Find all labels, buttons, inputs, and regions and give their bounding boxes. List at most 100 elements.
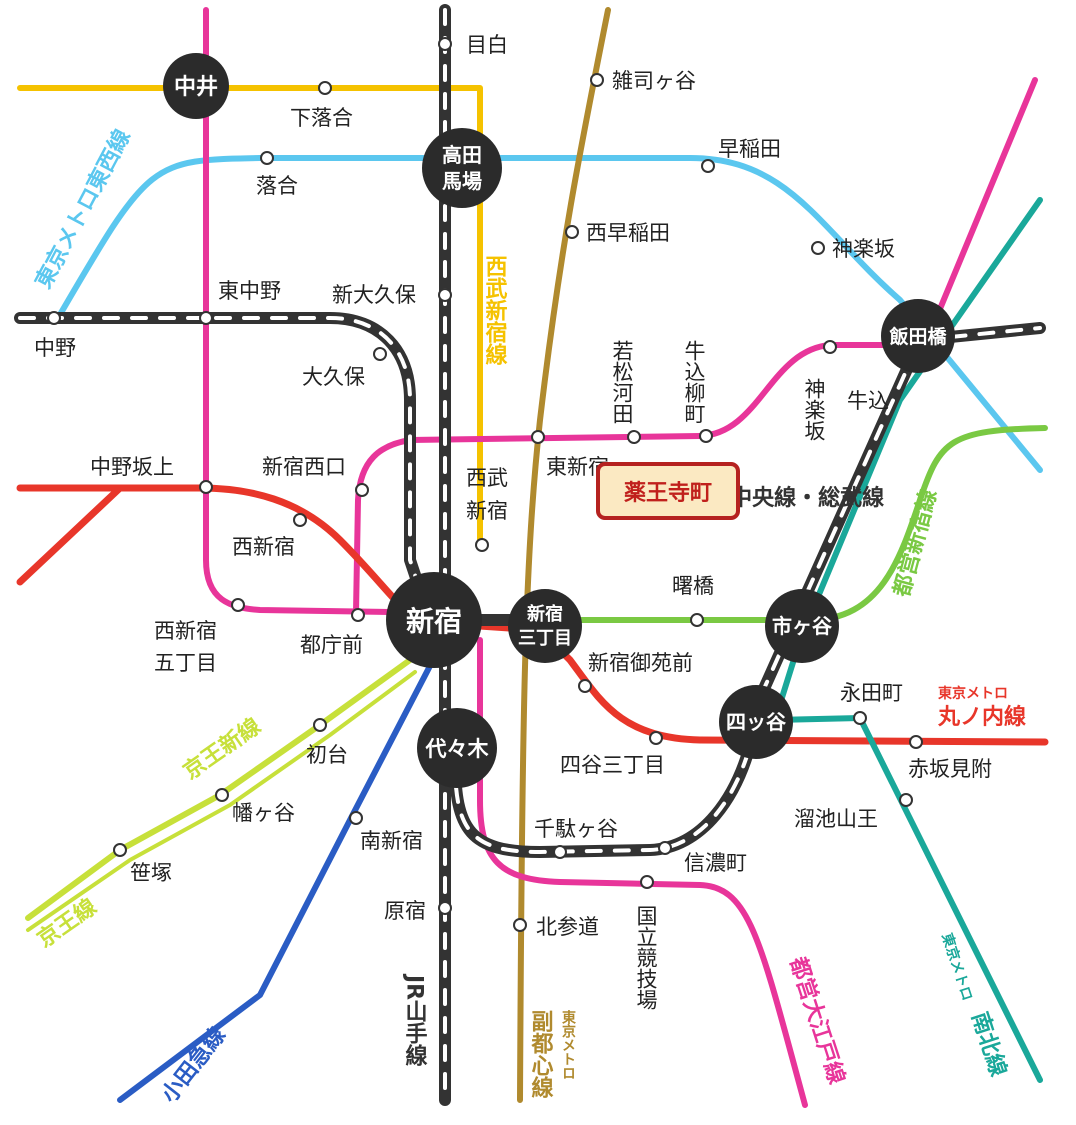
shinjuku-line-east: [537, 425, 1048, 623]
station-dot-kagurazaka: [811, 241, 825, 255]
station-dot-nakanosakaue: [199, 480, 213, 494]
hub-iidabashi[interactable]: [881, 299, 955, 373]
label-nakanosakaue: 中野坂上: [90, 455, 174, 479]
line-label-yamanote: JR山手線: [402, 973, 428, 1066]
label-shinjukunishiguchi: 新宿西口: [262, 455, 346, 479]
station-dot-akebonobashi: [690, 613, 704, 627]
label-kitasando: 北参道: [536, 915, 599, 939]
hub-shinjuku3-label-2: 三丁目: [518, 628, 572, 649]
fukutoshin-line: [517, 7, 611, 1103]
label-wakamatsukawada: 若松河田: [610, 340, 634, 424]
station-dot-hatsudai: [313, 718, 327, 732]
label-seibushinjuku-1: 西武: [466, 466, 508, 490]
label-higashinakano: 東中野: [218, 279, 281, 303]
station-dot-waseda: [701, 159, 715, 173]
station-dot-nishishinjuku5: [231, 598, 245, 612]
label-shinjukugyoemmae: 新宿御苑前: [588, 651, 693, 675]
station-dot-sendagaya: [553, 845, 567, 859]
label-hatagaya: 幡ヶ谷: [232, 801, 295, 825]
label-nishishinjuku5-1: 西新宿: [154, 619, 217, 643]
station-dot-higashishinjuku: [531, 430, 545, 444]
station-dot-nishiwaseda: [565, 225, 579, 239]
station-dot-hatagaya: [215, 788, 229, 802]
label-nishishinjuku: 西新宿: [232, 535, 295, 559]
hub-yoyogi[interactable]: [417, 708, 497, 788]
hub-shinjuku3[interactable]: [508, 589, 582, 663]
station-dot-kokuritsu: [640, 875, 654, 889]
hub-takadanobaba-label-2: 馬場: [442, 169, 482, 193]
label-mejiro: 目白: [466, 33, 508, 57]
label-nishiwaseda: 西早稲田: [586, 221, 670, 245]
hub-shinjuku3-label-1: 新宿: [527, 603, 563, 625]
station-dot-harajuku: [438, 901, 452, 915]
station-dot-nishishinjuku: [293, 513, 307, 527]
line-label-marunouchi-top: 東京メトロ: [938, 685, 1008, 702]
station-dot-okubo: [373, 347, 387, 361]
hub-yoyogi-label: 代々木: [425, 737, 490, 761]
station-dot-akasakamitsuke: [909, 735, 923, 749]
station-dot-sasazuka: [113, 843, 127, 857]
label-ushigomeyanagicho: 牛込柳町: [682, 340, 706, 424]
station-dot-zoshigaya: [590, 73, 604, 87]
line-label-fukutoshin-small: 東京メトロ: [560, 1009, 576, 1080]
station-dot-minamishinjuku: [349, 811, 363, 825]
line-label-shinjuku: 都営新宿線: [888, 487, 942, 601]
station-dot-wakamatsukawada: [627, 430, 641, 444]
label-minamishinjuku: 南新宿: [360, 829, 423, 853]
line-label-fukutoshin: 副都心線: [528, 1010, 555, 1098]
station-dot-kitasando: [513, 918, 527, 932]
label-akebonobashi: 曙橋: [672, 574, 714, 598]
label-akasakamitsuke: 赤坂見附: [908, 757, 992, 781]
label-shinanomachi: 信濃町: [684, 851, 747, 875]
station-dot-tochomae: [351, 608, 365, 622]
keio-line: [26, 670, 417, 932]
label-kokuritsu: 国立競技場: [634, 905, 658, 1010]
hub-iidabashi-label: 飯田橋: [888, 325, 947, 348]
label-sasazuka: 笹塚: [130, 861, 172, 885]
label-seibushinjuku-2: 新宿: [466, 499, 508, 523]
oedo-line-loop: [353, 77, 1038, 615]
label-hatsudai: 初台: [306, 743, 348, 767]
station-dot-seibushinjuku: [475, 538, 489, 552]
station-dot-ushigomekagurazaka: [823, 340, 837, 354]
station-dot-tameikesanno: [899, 793, 913, 807]
label-tochomae: 都庁前: [300, 633, 363, 657]
label-nagatacho: 永田町: [840, 681, 903, 705]
hub-ichigaya-label: 市ヶ谷: [772, 614, 833, 638]
odakyu-line: [117, 659, 435, 1103]
line-label-seibu: 西武新宿線: [482, 255, 508, 365]
station-dot-shimoochiai: [318, 81, 332, 95]
hub-takadanobaba-label-1: 高田: [442, 143, 482, 167]
hub-ichigaya[interactable]: [765, 589, 839, 663]
label-shinokubo: 新大久保: [332, 283, 416, 307]
hub-yotsuya[interactable]: [719, 685, 793, 759]
hub-yotsuya-label: 四ッ谷: [726, 710, 787, 734]
label-harajuku: 原宿: [384, 899, 426, 923]
label-zoshigaya: 雑司ヶ谷: [612, 69, 696, 93]
marunouchi-branch: [16, 484, 124, 586]
label-nakano: 中野: [34, 336, 76, 360]
label-shimoochiai: 下落合: [290, 106, 353, 130]
hub-shinjuku[interactable]: [386, 572, 482, 668]
hub-nakai[interactable]: [163, 53, 229, 119]
label-ushigomekagurazaka-1: 牛込: [847, 389, 889, 413]
label-yotsuya3: 四谷三丁目: [560, 753, 665, 777]
label-ushigomekagurazaka-2: 神楽坂: [802, 378, 826, 441]
label-waseda: 早稲田: [718, 137, 781, 161]
label-okubo: 大久保: [302, 365, 365, 389]
station-dot-higashinakano: [199, 311, 213, 325]
station-dot-ochiai: [260, 151, 274, 165]
hub-takadanobaba[interactable]: [422, 128, 502, 208]
line-label-tozai: 東京メトロ東西線: [30, 125, 136, 293]
hub-shinjuku-label: 新宿: [406, 605, 462, 638]
label-sendagaya: 千駄ヶ谷: [534, 817, 618, 841]
station-dot-nagatacho: [853, 711, 867, 725]
station-dot-nakano: [47, 311, 61, 325]
station-dot-shinjukunishiguchi: [355, 483, 369, 497]
highlight-station-yakuojimachi[interactable]: 薬王寺町: [596, 462, 740, 520]
station-dot-mejiro: [438, 37, 452, 51]
station-dot-ushigomeyanagicho: [699, 429, 713, 443]
station-dot-shinokubo: [438, 288, 452, 302]
station-dot-yotsuya3: [649, 731, 663, 745]
